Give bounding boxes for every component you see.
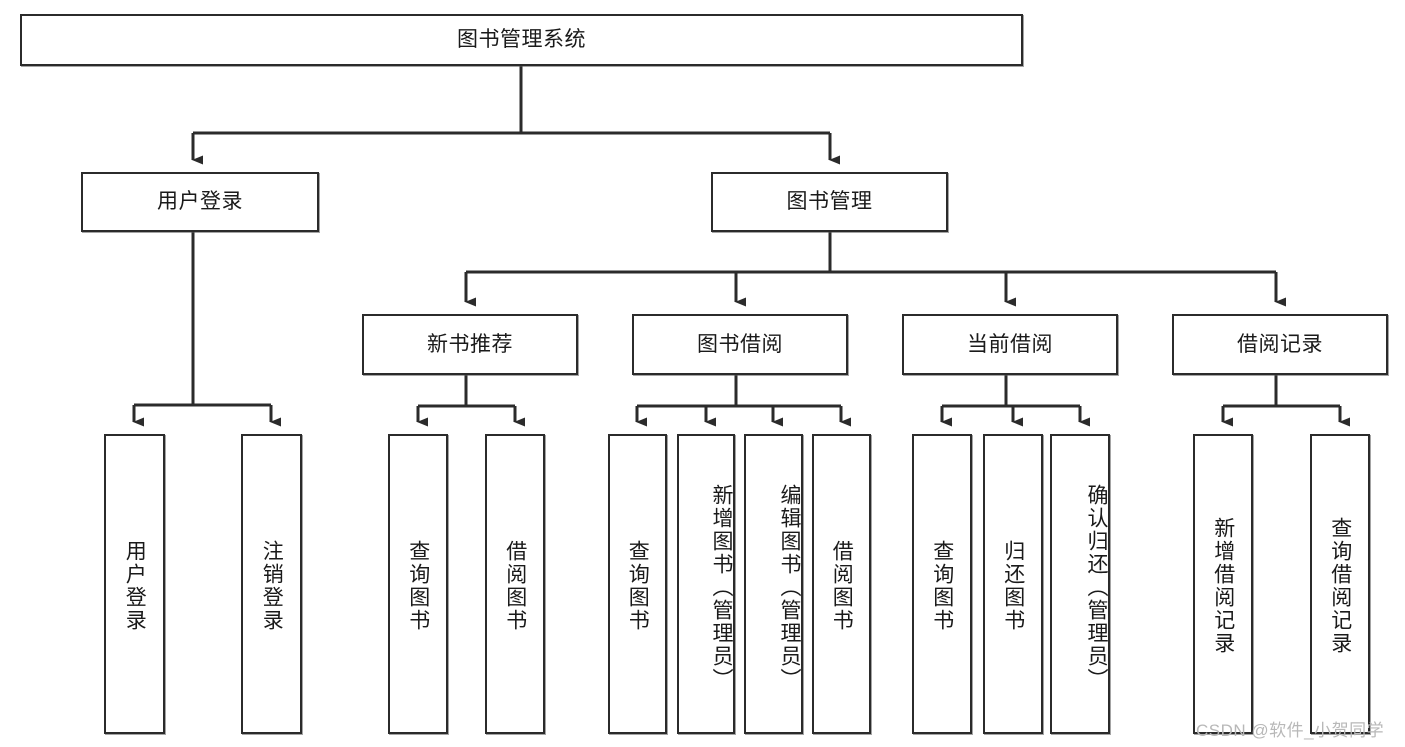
leaf-node-box[interactable]: 查询图书 — [388, 434, 448, 734]
module-node-label: 图书管理 — [786, 190, 873, 214]
submodule-node-box[interactable]: 借阅记录 — [1172, 314, 1388, 375]
leaf-node-box[interactable]: 借阅图书 — [812, 434, 871, 734]
submodule-node-label: 当前借阅 — [967, 332, 1053, 356]
leaf-node-box[interactable]: 用户登录 — [104, 434, 165, 734]
submodule-node-label: 图书借阅 — [697, 332, 783, 356]
leaf-node-label: 编辑图书（管理员） — [778, 483, 801, 691]
leaf-node-label: 确认归还（管理员） — [1085, 483, 1108, 691]
leaf-node-box[interactable]: 编辑图书（管理员） — [744, 434, 803, 734]
leaf-node-label: 新增图书（管理员） — [710, 483, 733, 691]
leaf-node-box[interactable]: 归还图书 — [983, 434, 1043, 734]
leaf-node-label: 新增借阅记录 — [1211, 517, 1235, 655]
submodule-node-box[interactable]: 新书推荐 — [362, 314, 578, 375]
leaf-node-box[interactable]: 借阅图书 — [485, 434, 545, 734]
leaf-node-box[interactable]: 新增借阅记录 — [1193, 434, 1253, 734]
leaf-node-label: 查询图书 — [626, 540, 650, 632]
leaf-node-box[interactable]: 新增图书（管理员） — [677, 434, 735, 734]
submodule-node-box[interactable]: 图书借阅 — [632, 314, 848, 375]
leaf-node-label: 注销登录 — [260, 540, 284, 632]
leaf-node-box[interactable]: 查询图书 — [608, 434, 667, 734]
leaf-node-label: 查询图书 — [406, 540, 430, 632]
submodule-node-label: 新书推荐 — [427, 332, 513, 356]
leaf-node-label: 借阅图书 — [830, 540, 854, 632]
leaf-node-label: 查询图书 — [930, 540, 954, 632]
root-node-box[interactable]: 图书管理系统 — [20, 14, 1023, 66]
leaf-node-box[interactable]: 查询图书 — [912, 434, 972, 734]
leaf-node-label: 借阅图书 — [503, 540, 527, 632]
submodule-node-box[interactable]: 当前借阅 — [902, 314, 1118, 375]
leaf-node-label: 用户登录 — [123, 540, 147, 632]
module-node-label: 用户登录 — [157, 190, 243, 214]
module-node-box[interactable]: 图书管理 — [711, 172, 948, 232]
leaf-node-box[interactable]: 确认归还（管理员） — [1050, 434, 1110, 734]
root-node-label: 图书管理系统 — [457, 28, 586, 52]
leaf-node-label: 归还图书 — [1001, 540, 1025, 632]
module-node-box[interactable]: 用户登录 — [81, 172, 319, 232]
leaf-node-label: 查询借阅记录 — [1328, 517, 1352, 655]
submodule-node-label: 借阅记录 — [1237, 332, 1323, 356]
leaf-node-box[interactable]: 查询借阅记录 — [1310, 434, 1370, 734]
leaf-node-box[interactable]: 注销登录 — [241, 434, 302, 734]
